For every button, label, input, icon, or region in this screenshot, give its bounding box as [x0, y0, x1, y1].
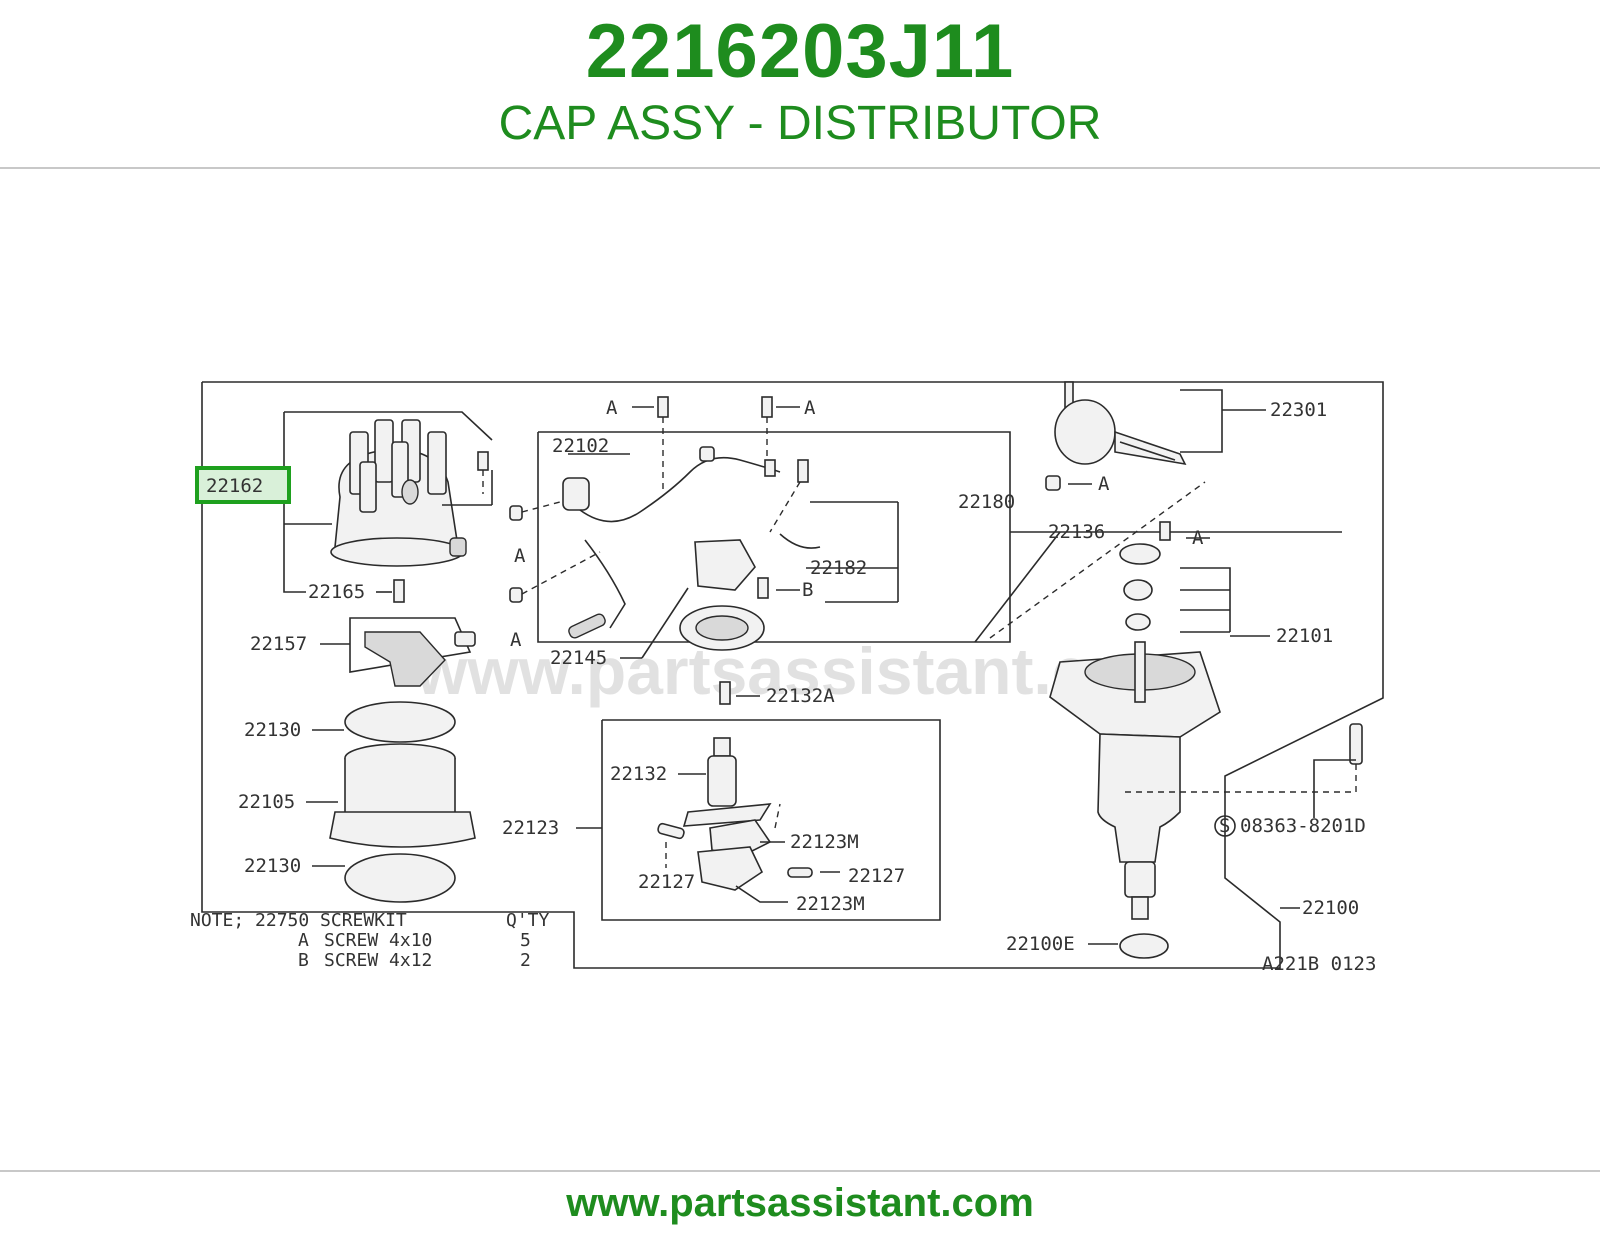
label-22130-top: 22130 — [244, 719, 301, 741]
label-08363-8201D: 08363-8201D — [1240, 815, 1366, 837]
screw-a-top-left — [657, 396, 669, 418]
note-row2-desc: SCREW 4x12 — [324, 950, 432, 971]
label-22127-right: 22127 — [848, 865, 905, 887]
part-number-title: 2216203J11 — [585, 9, 1015, 94]
distributor-cap — [330, 419, 467, 567]
label-22123: 22123 — [502, 817, 559, 839]
label-22180: 22180 — [958, 491, 1015, 513]
bearing — [1123, 579, 1153, 601]
label-a-1: A — [606, 397, 618, 419]
label-a-6: A — [1192, 527, 1204, 549]
screw-a-left-2 — [509, 587, 523, 603]
label-22100E: 22100E — [1006, 933, 1075, 955]
housing-22105 — [329, 743, 476, 848]
weight-22123M-lower — [697, 846, 764, 891]
note-title: NOTE; 22750 SCREWKIT — [190, 910, 407, 931]
highlight-box-22162 — [195, 466, 291, 504]
label-22132: 22132 — [610, 763, 667, 785]
label-22105: 22105 — [238, 791, 295, 813]
page-header: 2216203J11 CAP ASSY - DISTRIBUTOR — [0, 0, 1600, 168]
screw-b — [757, 577, 769, 599]
pickup-coil-22102 — [562, 477, 590, 511]
label-22157: 22157 — [250, 633, 307, 655]
s-circle-icon — [1214, 815, 1236, 837]
part-name-subtitle: CAP ASSY - DISTRIBUTOR — [498, 97, 1102, 150]
seal-22130-top — [344, 701, 456, 743]
label-22130-bottom: 22130 — [244, 855, 301, 877]
footer-divider — [0, 1170, 1600, 1172]
weight-22123M-upper — [709, 819, 772, 858]
label-22127-left: 22127 — [638, 871, 695, 893]
parts-diagram-svg: www.partsassistant.com — [180, 342, 1420, 1012]
label-22165: 22165 — [308, 581, 365, 603]
label-22101: 22101 — [1276, 625, 1333, 647]
plate-22182 — [694, 539, 756, 591]
label-s: S — [1219, 815, 1230, 837]
label-22136: 22136 — [1048, 521, 1105, 543]
label-22301: 22301 — [1270, 399, 1327, 421]
label-22182: 22182 — [810, 557, 867, 579]
spring-22127-left — [657, 822, 685, 840]
rotor-head — [364, 631, 446, 687]
label-a-4: A — [510, 629, 522, 651]
note-row2-qty: 2 — [520, 950, 531, 971]
label-22123M-upper: 22123M — [790, 831, 859, 853]
vacuum-advance-22301 — [1054, 381, 1187, 466]
screw-a-left-1 — [509, 505, 523, 521]
footer-website-link[interactable]: www.partsassistant.com — [566, 1181, 1034, 1225]
label-22123M-lower: 22123M — [796, 893, 865, 915]
spring-22127-right — [787, 867, 813, 878]
note-row1-desc: SCREW 4x10 — [324, 930, 432, 951]
screw-22165 — [393, 579, 405, 603]
pickup-group-frame — [537, 431, 1011, 643]
governor-group-frame — [601, 719, 941, 921]
distributor-body-22100 — [1049, 641, 1221, 920]
seal-22130-bottom — [344, 853, 456, 903]
screw-08363 — [1349, 723, 1363, 765]
note-qty-header: Q'TY — [506, 910, 550, 931]
screw-a-vacuum — [1045, 475, 1061, 491]
label-a-3: A — [514, 545, 526, 567]
note-row2-code: B — [298, 950, 309, 971]
parts-diagram: www.partsassistant.com — [180, 342, 1420, 1012]
screw-a-top-right — [761, 396, 773, 418]
screw-a-shaft — [1159, 521, 1171, 541]
label-22132A: 22132A — [766, 685, 835, 707]
cap-screw — [477, 451, 489, 471]
label-22102: 22102 — [552, 435, 609, 457]
o-ring-22100E — [1119, 933, 1169, 959]
note-row1-qty: 5 — [520, 930, 531, 951]
header-divider — [0, 167, 1600, 169]
label-22100: 22100 — [1302, 897, 1359, 919]
label-22145: 22145 — [550, 647, 607, 669]
outer-frame — [201, 381, 1384, 969]
label-ref-code: A221B 0123 — [1262, 953, 1376, 975]
label-a-2: A — [804, 397, 816, 419]
rotor-screw — [454, 631, 476, 647]
note-row1-code: A — [298, 930, 309, 951]
label-22162: 22162 — [206, 475, 263, 497]
label-b-1: B — [802, 579, 813, 601]
label-a-5: A — [1098, 473, 1110, 495]
screw-22132A — [719, 681, 731, 705]
